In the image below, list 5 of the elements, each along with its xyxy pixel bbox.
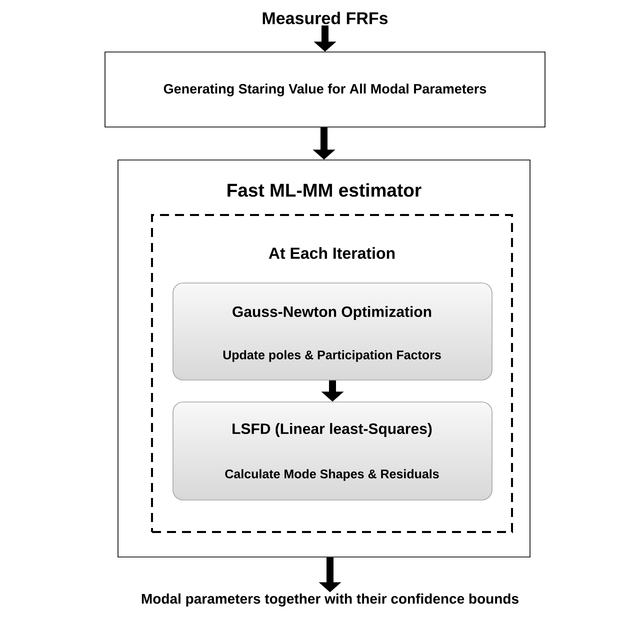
- process-box: Gauss-Newton Optimization Update poles & Participation Factors: [172, 282, 492, 380]
- label-text: Modal parameters together with their confidence bounds: [142, 593, 518, 607]
- label-text: Measured FRFs: [262, 12, 388, 24]
- process-box: LSFD (Linear least-Squares) Calculate Mode Shapes & Residuals: [172, 402, 492, 500]
- process-box: Generating Staring Value for All Modal Parameters: [104, 52, 546, 128]
